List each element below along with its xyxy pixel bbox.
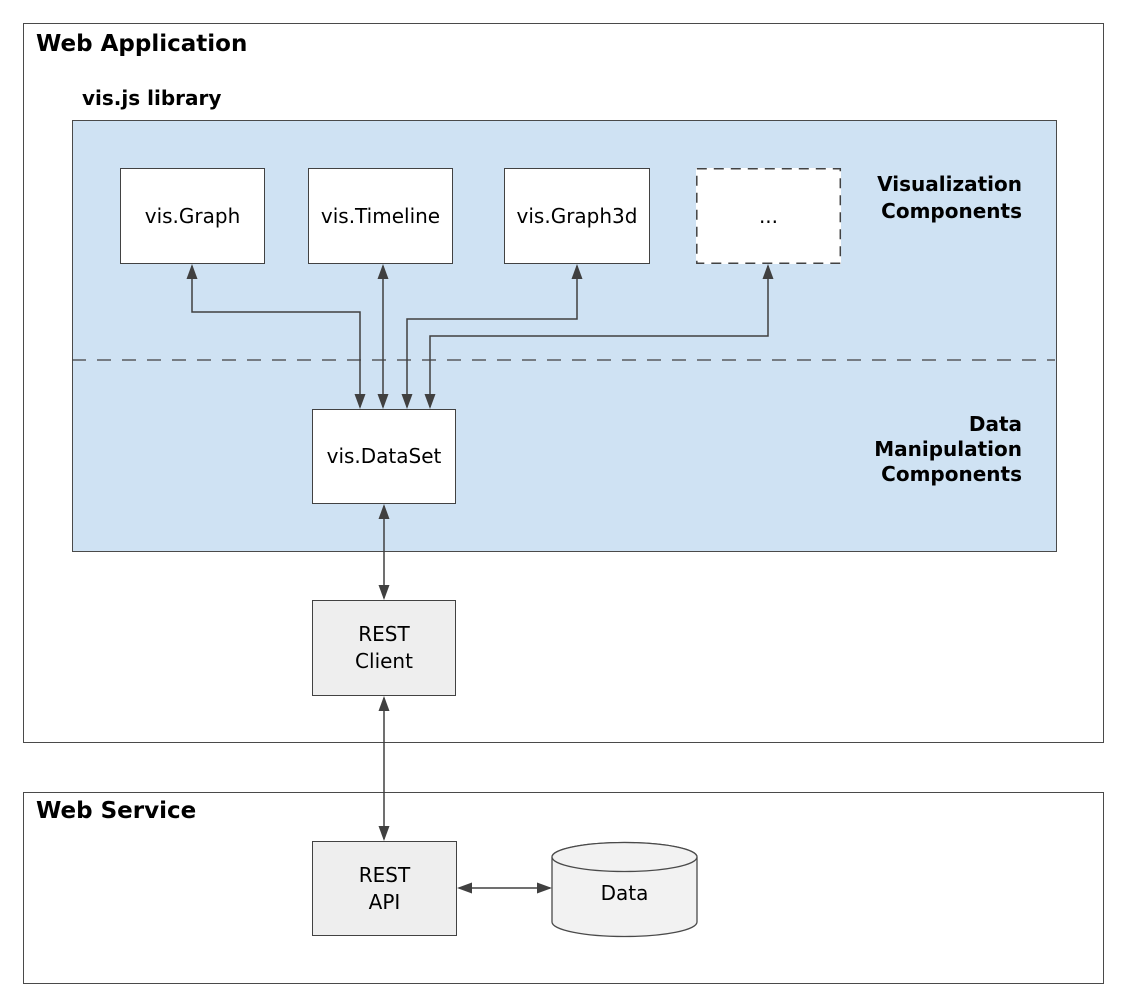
web-service-title: Web Service bbox=[36, 798, 197, 824]
data-manipulation-label-line3: Components bbox=[881, 462, 1022, 486]
vis-dataset-box: vis.DataSet bbox=[312, 409, 456, 504]
vis-timeline-box: vis.Timeline bbox=[308, 168, 453, 264]
visualization-components-label: Visualization Components bbox=[877, 171, 1022, 225]
visualization-components-label-line2: Components bbox=[881, 199, 1022, 223]
rest-client-label-line1: REST bbox=[358, 622, 410, 646]
rest-client-box: REST Client bbox=[312, 600, 456, 696]
data-manipulation-label-line1: Data bbox=[968, 412, 1022, 436]
web-application-title: Web Application bbox=[36, 31, 248, 57]
vis-graph-box: vis.Graph bbox=[120, 168, 265, 264]
more-components-box: ... bbox=[696, 168, 841, 264]
rest-api-label-line1: REST bbox=[358, 862, 411, 887]
data-manipulation-components-label: Data Manipulation Components bbox=[874, 412, 1022, 487]
rest-client-label-line2: Client bbox=[355, 649, 413, 673]
data-manipulation-label-line2: Manipulation bbox=[874, 437, 1022, 461]
visjs-library-title: vis.js library bbox=[82, 86, 222, 110]
vis-graph3d-box: vis.Graph3d bbox=[504, 168, 650, 264]
rest-api-label-line2: API bbox=[368, 889, 401, 914]
data-store-label: Data bbox=[600, 881, 649, 905]
visualization-components-label-line1: Visualization bbox=[877, 172, 1022, 196]
rest-api-box: REST API bbox=[312, 841, 457, 936]
